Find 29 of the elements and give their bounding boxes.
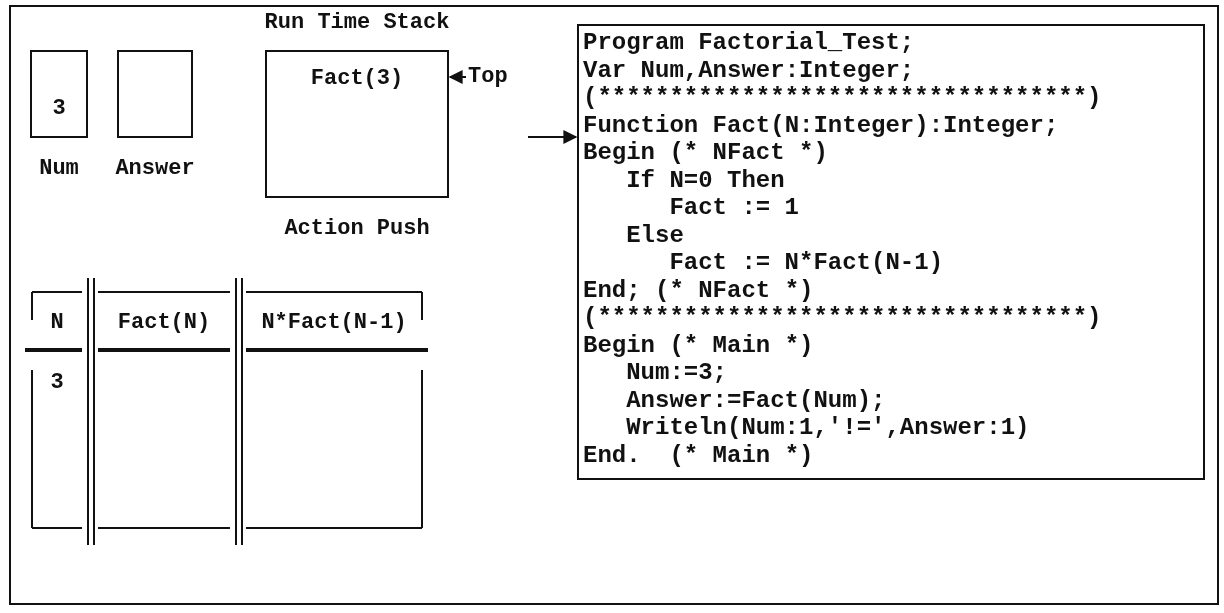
column-header: Fact(N) (117, 310, 211, 336)
code-line: End; (* NFact *) (583, 275, 814, 305)
variable-name: Answer (115, 156, 195, 182)
table-value: 3 (50, 370, 64, 396)
stack-title: Run Time Stack (264, 10, 450, 36)
code-line: Var Num,Answer:Integer; (583, 55, 915, 85)
code-line: (**********************************) (583, 303, 1102, 332)
code-line: Writeln(Num:1,'!=',Answer:1) (626, 413, 1030, 442)
code-line: Fact := 1 (669, 193, 799, 222)
arrow (448, 70, 467, 84)
variable-name: Num (39, 156, 79, 182)
variable-value: 3 (51, 96, 67, 122)
code-line: End. (* Main *) (583, 440, 814, 470)
code-line: Function Fact(N:Integer):Integer; (583, 110, 1059, 140)
arrow (527, 130, 578, 144)
code-line: Fact := N*Fact(N-1) (669, 248, 944, 277)
pointer-label: Top (468, 64, 508, 90)
code-line: Else (626, 220, 684, 250)
column-header: N*Fact(N-1) (261, 310, 407, 336)
code-line: If N=0 Then (626, 165, 785, 195)
column-header: N (50, 310, 64, 336)
code-line: Program Factorial_Test; (583, 28, 915, 57)
code-line: (**********************************) (583, 83, 1102, 112)
code-line: Begin (* NFact *) (583, 138, 828, 167)
code-line: Answer:=Fact(Num); (626, 385, 886, 415)
stack-action: Action Push (284, 216, 430, 242)
stack-entry: Fact(3) (309, 66, 405, 92)
code-line: Num:=3; (626, 358, 727, 387)
code-line: Begin (* Main *) (583, 330, 814, 360)
